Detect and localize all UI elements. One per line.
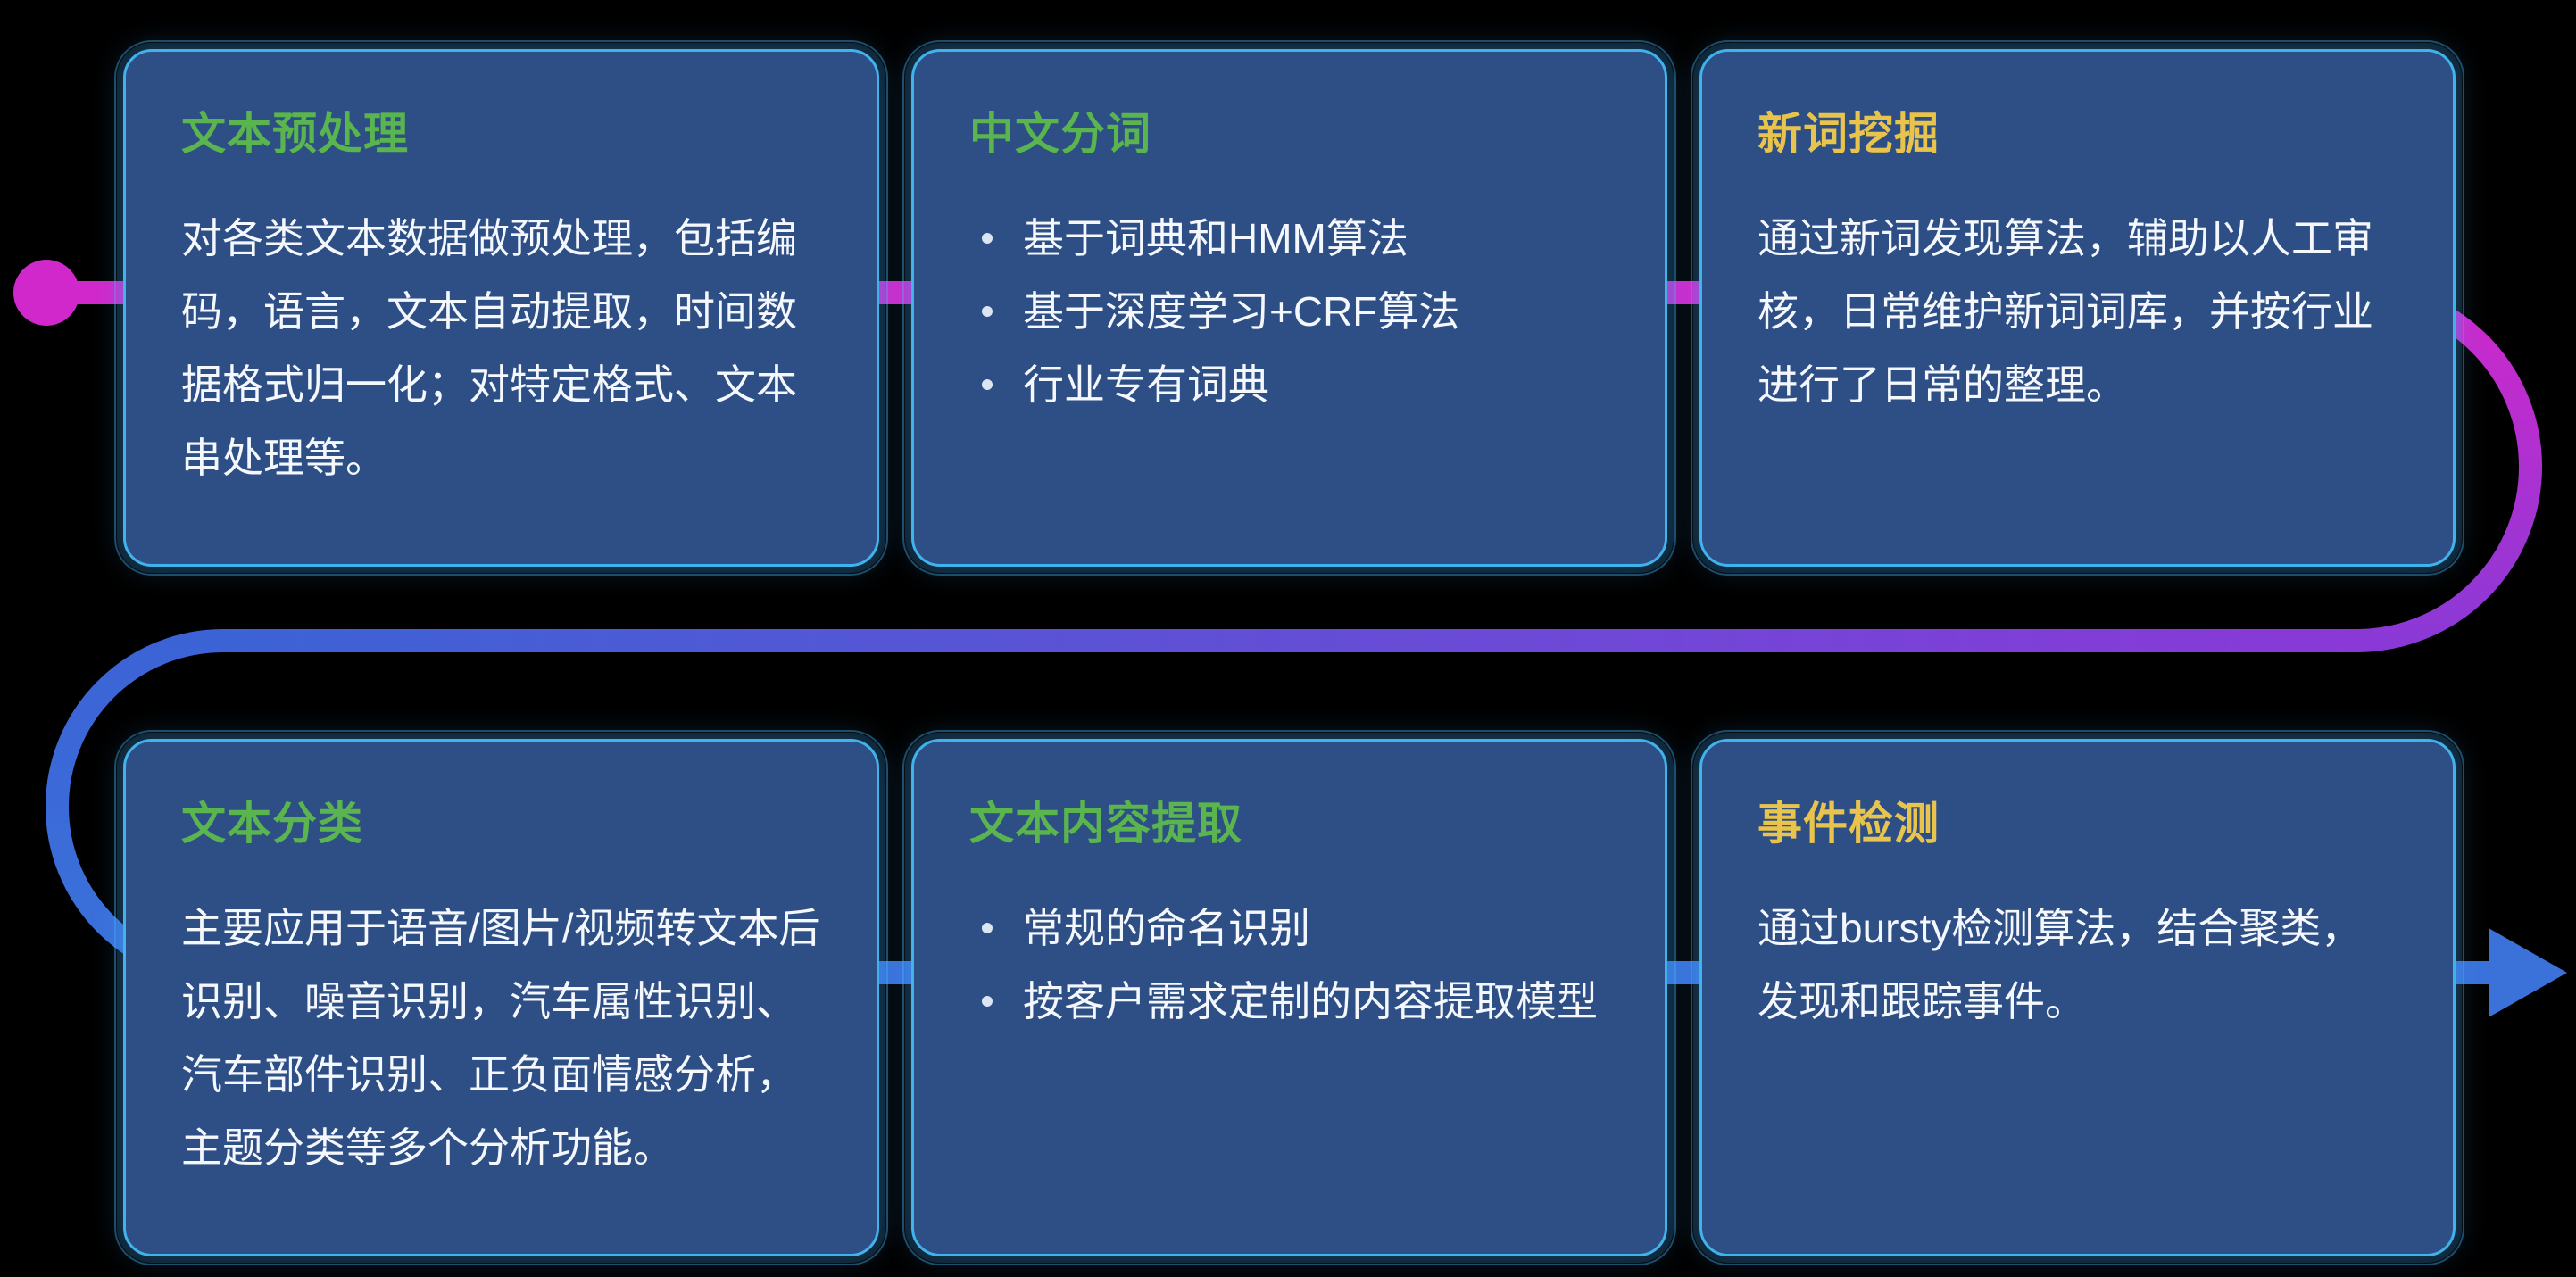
bullet-icon	[982, 233, 993, 244]
card-body: 对各类文本数据做预处理，包括编码，语言，文本自动提取，时间数据格式归一化；对特定…	[181, 215, 797, 481]
card-title: 新词挖掘	[1757, 109, 1940, 159]
card-text-preprocessing: 文本预处理 对各类文本数据做预处理，包括编码，语言，文本自动提取，时间数据格式归…	[114, 40, 888, 576]
bullet-text: 按客户需求定制的内容提取模型	[1023, 978, 1598, 1024]
bullet-item: 常规的命名识别	[969, 891, 1609, 965]
card-body: 通过新词发现算法，辅助以人工审核，日常维护新词词库，并按行业进行了日常的整理。	[1757, 215, 2373, 408]
card-title: 文本预处理	[181, 109, 409, 159]
bullet-list: 常规的命名识别 按客户需求定制的内容提取模型	[969, 891, 1609, 1038]
bullet-text: 常规的命名识别	[1023, 905, 1310, 951]
card-title: 文本内容提取	[969, 799, 1242, 849]
bullet-list: 基于词典和HMM算法 基于深度学习+CRF算法 行业专有词典	[969, 202, 1609, 421]
card-title: 文本分类	[181, 799, 363, 849]
bullet-icon	[982, 306, 993, 317]
card-text-content-extraction: 文本内容提取 常规的命名识别 按客户需求定制的内容提取模型	[902, 730, 1676, 1265]
flow-arrow-icon	[2489, 928, 2567, 1017]
card-body: 主要应用于语音/图片/视频转文本后识别、噪音识别，汽车属性识别、汽车部件识别、正…	[181, 905, 820, 1171]
card-new-word-mining: 新词挖掘 通过新词发现算法，辅助以人工审核，日常维护新词词库，并按行业进行了日常…	[1691, 40, 2464, 576]
bullet-text: 基于深度学习+CRF算法	[1023, 288, 1460, 335]
card-title: 中文分词	[969, 109, 1151, 159]
bullet-icon	[982, 923, 993, 933]
bullet-text: 基于词典和HMM算法	[1023, 215, 1408, 261]
card-body: 通过bursty检测算法，结合聚类，发现和跟踪事件。	[1757, 905, 2363, 1024]
bullet-item: 基于词典和HMM算法	[969, 202, 1609, 275]
bullet-icon	[982, 379, 993, 390]
card-chinese-word-segmentation: 中文分词 基于词典和HMM算法 基于深度学习+CRF算法 行业专有词典	[902, 40, 1676, 576]
bullet-item: 行业专有词典	[969, 348, 1609, 421]
bullet-text: 行业专有词典	[1023, 361, 1269, 408]
card-text-classification: 文本分类 主要应用于语音/图片/视频转文本后识别、噪音识别，汽车属性识别、汽车部…	[114, 730, 888, 1265]
bullet-item: 按客户需求定制的内容提取模型	[969, 965, 1609, 1038]
card-event-detection: 事件检测 通过bursty检测算法，结合聚类，发现和跟踪事件。	[1691, 730, 2464, 1265]
bullet-icon	[982, 996, 993, 1007]
card-title: 事件检测	[1757, 799, 1940, 849]
bullet-item: 基于深度学习+CRF算法	[969, 275, 1609, 348]
